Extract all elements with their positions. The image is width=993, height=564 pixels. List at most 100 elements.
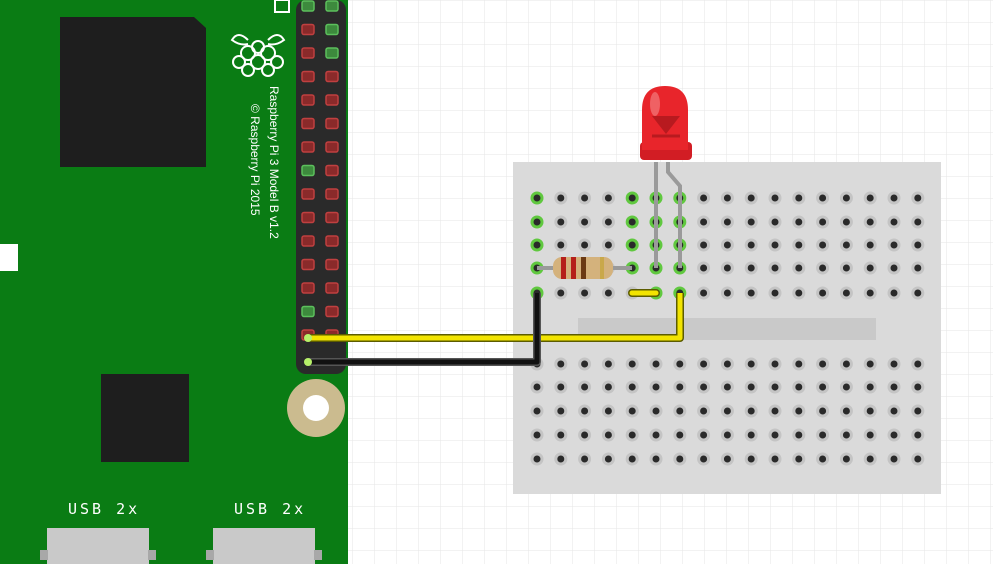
breadboard-hole[interactable] xyxy=(554,404,568,418)
breadboard-hole[interactable] xyxy=(720,286,734,300)
breadboard-hole[interactable] xyxy=(911,215,925,229)
breadboard-hole[interactable] xyxy=(792,452,806,466)
breadboard-hole[interactable] xyxy=(649,380,663,394)
breadboard-hole[interactable] xyxy=(744,286,758,300)
breadboard-hole[interactable] xyxy=(816,357,830,371)
breadboard-hole[interactable] xyxy=(720,215,734,229)
breadboard-hole[interactable] xyxy=(816,452,830,466)
breadboard-hole[interactable] xyxy=(697,380,711,394)
breadboard-hole[interactable] xyxy=(768,428,782,442)
breadboard-hole[interactable] xyxy=(720,380,734,394)
breadboard-hole[interactable] xyxy=(720,191,734,205)
breadboard-hole[interactable] xyxy=(554,428,568,442)
gpio-pin[interactable] xyxy=(301,235,315,247)
breadboard-hole[interactable] xyxy=(768,261,782,275)
breadboard-hole[interactable] xyxy=(839,428,853,442)
breadboard-hole[interactable] xyxy=(792,357,806,371)
breadboard-hole[interactable] xyxy=(578,428,592,442)
breadboard-hole[interactable] xyxy=(863,404,877,418)
breadboard-hole[interactable] xyxy=(625,452,639,466)
breadboard-hole[interactable] xyxy=(911,380,925,394)
breadboard-hole[interactable] xyxy=(720,428,734,442)
gpio-pin[interactable] xyxy=(301,23,315,36)
breadboard-hole[interactable] xyxy=(601,380,615,394)
breadboard-hole[interactable] xyxy=(863,380,877,394)
breadboard-hole[interactable] xyxy=(601,357,615,371)
breadboard-hole[interactable] xyxy=(792,404,806,418)
gpio-pin[interactable] xyxy=(301,70,315,83)
breadboard-hole[interactable] xyxy=(720,261,734,275)
breadboard-hole[interactable] xyxy=(601,191,615,205)
gpio-pin[interactable] xyxy=(301,211,315,224)
breadboard-hole[interactable] xyxy=(578,286,592,300)
breadboard-hole[interactable] xyxy=(887,428,901,442)
gpio-pin[interactable] xyxy=(325,282,339,294)
breadboard-hole[interactable] xyxy=(601,404,615,418)
breadboard-hole[interactable] xyxy=(887,238,901,252)
gpio-pin[interactable] xyxy=(325,47,339,59)
breadboard-hole[interactable] xyxy=(601,428,615,442)
gpio-pin[interactable] xyxy=(325,0,339,12)
breadboard-hole[interactable] xyxy=(792,238,806,252)
breadboard-hole[interactable] xyxy=(887,286,901,300)
breadboard-hole[interactable] xyxy=(816,404,830,418)
breadboard-hole[interactable] xyxy=(768,191,782,205)
gpio-pin[interactable] xyxy=(301,94,315,106)
breadboard-hole[interactable] xyxy=(697,238,711,252)
gpio-pin[interactable] xyxy=(301,258,315,271)
breadboard-hole[interactable] xyxy=(744,428,758,442)
gpio-pin[interactable] xyxy=(301,117,315,130)
breadboard-hole[interactable] xyxy=(530,404,544,418)
breadboard-hole[interactable] xyxy=(744,215,758,229)
breadboard-hole[interactable] xyxy=(816,191,830,205)
gpio-pin[interactable] xyxy=(325,188,339,200)
wire-signal[interactable] xyxy=(304,293,684,342)
breadboard-hole[interactable] xyxy=(697,191,711,205)
breadboard-hole[interactable] xyxy=(673,357,687,371)
breadboard-hole[interactable] xyxy=(720,357,734,371)
breadboard-hole[interactable] xyxy=(792,286,806,300)
breadboard-hole[interactable] xyxy=(911,452,925,466)
gpio-pin[interactable] xyxy=(301,282,315,294)
breadboard-hole[interactable] xyxy=(911,261,925,275)
breadboard-hole[interactable] xyxy=(839,357,853,371)
breadboard-hole[interactable] xyxy=(816,215,830,229)
breadboard-hole[interactable] xyxy=(554,286,568,300)
breadboard-hole[interactable] xyxy=(697,357,711,371)
breadboard-hole[interactable] xyxy=(578,191,592,205)
breadboard-hole[interactable] xyxy=(792,428,806,442)
breadboard-hole[interactable] xyxy=(578,404,592,418)
led[interactable] xyxy=(640,86,692,268)
gpio-pin[interactable] xyxy=(325,235,339,247)
breadboard-hole[interactable] xyxy=(887,357,901,371)
breadboard-hole[interactable] xyxy=(863,261,877,275)
breadboard-hole[interactable] xyxy=(530,238,544,252)
breadboard-hole[interactable] xyxy=(720,452,734,466)
breadboard-hole[interactable] xyxy=(768,452,782,466)
breadboard-hole[interactable] xyxy=(744,380,758,394)
breadboard-hole[interactable] xyxy=(816,380,830,394)
gpio-pin[interactable] xyxy=(301,305,315,318)
breadboard-hole[interactable] xyxy=(625,404,639,418)
breadboard-hole[interactable] xyxy=(649,357,663,371)
breadboard-hole[interactable] xyxy=(863,452,877,466)
breadboard-hole[interactable] xyxy=(673,380,687,394)
breadboard-hole[interactable] xyxy=(554,191,568,205)
breadboard-hole[interactable] xyxy=(744,191,758,205)
gpio-pin[interactable] xyxy=(301,47,315,59)
breadboard-hole[interactable] xyxy=(601,215,615,229)
breadboard-hole[interactable] xyxy=(697,286,711,300)
breadboard-hole[interactable] xyxy=(625,191,639,205)
gpio-pin[interactable] xyxy=(325,141,339,153)
gpio-pin[interactable] xyxy=(325,94,339,106)
breadboard-hole[interactable] xyxy=(554,238,568,252)
breadboard-hole[interactable] xyxy=(697,428,711,442)
breadboard-hole[interactable] xyxy=(625,380,639,394)
breadboard-hole[interactable] xyxy=(625,238,639,252)
gpio-pin[interactable] xyxy=(325,164,339,177)
breadboard-hole[interactable] xyxy=(720,238,734,252)
breadboard-hole[interactable] xyxy=(863,428,877,442)
breadboard-hole[interactable] xyxy=(625,428,639,442)
breadboard-hole[interactable] xyxy=(578,215,592,229)
breadboard-hole[interactable] xyxy=(911,357,925,371)
